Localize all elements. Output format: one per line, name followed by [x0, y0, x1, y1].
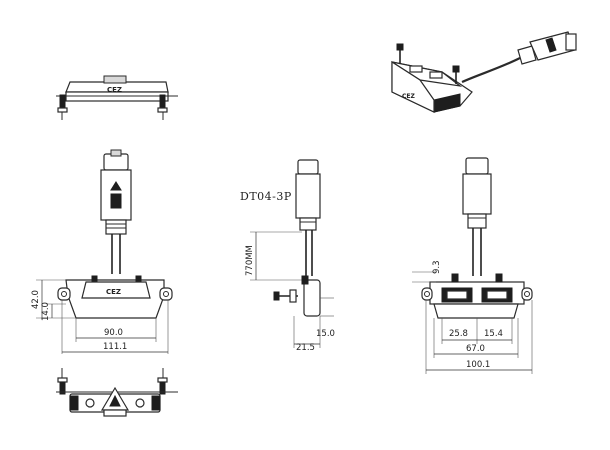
- dim-rear-body-width: 67.0: [466, 344, 485, 354]
- dim-side-width: 21.5: [296, 343, 315, 353]
- isometric-view: CEZ: [391, 31, 577, 113]
- front-brand-text: CEZ: [106, 288, 121, 296]
- dim-front-body-width: 90.0: [104, 328, 123, 338]
- dim-front-step: 14.0: [41, 302, 51, 321]
- front-view: CEZ 42.0 14.0 90.0 111.1: [31, 149, 173, 354]
- dim-front-height: 42.0: [31, 290, 41, 309]
- dim-rear-slot-left: 25.8: [449, 329, 468, 339]
- dim-side-height: 15.0: [316, 329, 335, 339]
- side-view: DT04-3P 770MM 15.0 21.5: [240, 159, 335, 353]
- dim-rear-top: 9.3: [432, 260, 442, 274]
- top-view: CEZ: [56, 75, 178, 120]
- dim-cable-length: 770MM: [245, 245, 255, 276]
- dim-front-total-width: 111.1: [103, 342, 127, 352]
- dim-rear-slot-right: 15.4: [484, 329, 503, 339]
- connector-label: DT04-3P: [240, 190, 292, 203]
- top-brand-text: CEZ: [107, 86, 122, 94]
- iso-brand-text: CEZ: [402, 93, 416, 100]
- bottom-view: [56, 368, 178, 417]
- dim-rear-total-width: 100.1: [466, 360, 490, 370]
- rear-view: 9.3 25.8 15.4 67.0 100.1: [412, 157, 533, 374]
